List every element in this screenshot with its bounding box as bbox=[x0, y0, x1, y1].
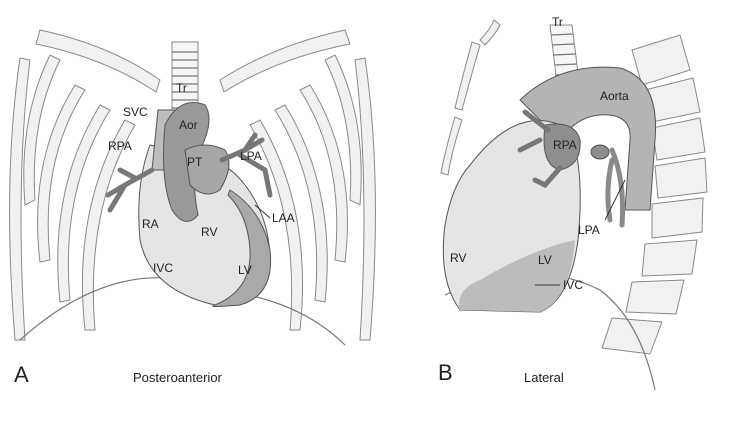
label-a-rpa: RPA bbox=[108, 139, 132, 153]
label-b-rv: RV bbox=[450, 251, 466, 265]
panel-b: Tr Aorta RPA LPA RV LV IVC B Lateral bbox=[438, 15, 708, 391]
label-a-svc: SVC bbox=[123, 105, 148, 119]
label-a-lv: LV bbox=[238, 263, 252, 277]
label-b-lv: LV bbox=[538, 253, 552, 267]
panel-a-ribs-left bbox=[9, 29, 161, 341]
label-b-lpa: LPA bbox=[578, 223, 600, 237]
label-a-rv: RV bbox=[201, 225, 217, 239]
label-a-lpa: LPA bbox=[240, 149, 262, 163]
panel-a: Tr SVC Aor RPA PT LPA LAA RA RV IVC LV A… bbox=[9, 29, 376, 387]
panel-a-heart bbox=[105, 102, 273, 307]
label-b-tr: Tr bbox=[552, 15, 563, 29]
panel-a-letter: A bbox=[14, 362, 29, 387]
panel-a-ribs-right bbox=[219, 29, 376, 341]
label-b-aorta: Aorta bbox=[600, 89, 629, 103]
panel-b-spine bbox=[601, 34, 708, 355]
panel-a-caption: Posteroanterior bbox=[133, 370, 223, 385]
panel-b-lpa-leader bbox=[604, 179, 626, 221]
label-a-laa: LAA bbox=[272, 211, 295, 225]
label-a-pt: PT bbox=[187, 155, 203, 169]
panel-b-sternum bbox=[440, 19, 501, 176]
label-a-aor: Aor bbox=[179, 118, 198, 132]
panel-b-caption: Lateral bbox=[524, 370, 564, 385]
panel-a-laa-leader bbox=[254, 204, 271, 219]
panel-b-letter: B bbox=[438, 360, 453, 385]
label-a-ivc: IVC bbox=[153, 261, 173, 275]
label-a-ra: RA bbox=[142, 217, 159, 231]
panel-b-heart bbox=[442, 66, 657, 313]
label-a-tr: Tr bbox=[176, 81, 187, 95]
label-b-rpa: RPA bbox=[553, 138, 577, 152]
label-b-ivc: IVC bbox=[563, 278, 583, 292]
